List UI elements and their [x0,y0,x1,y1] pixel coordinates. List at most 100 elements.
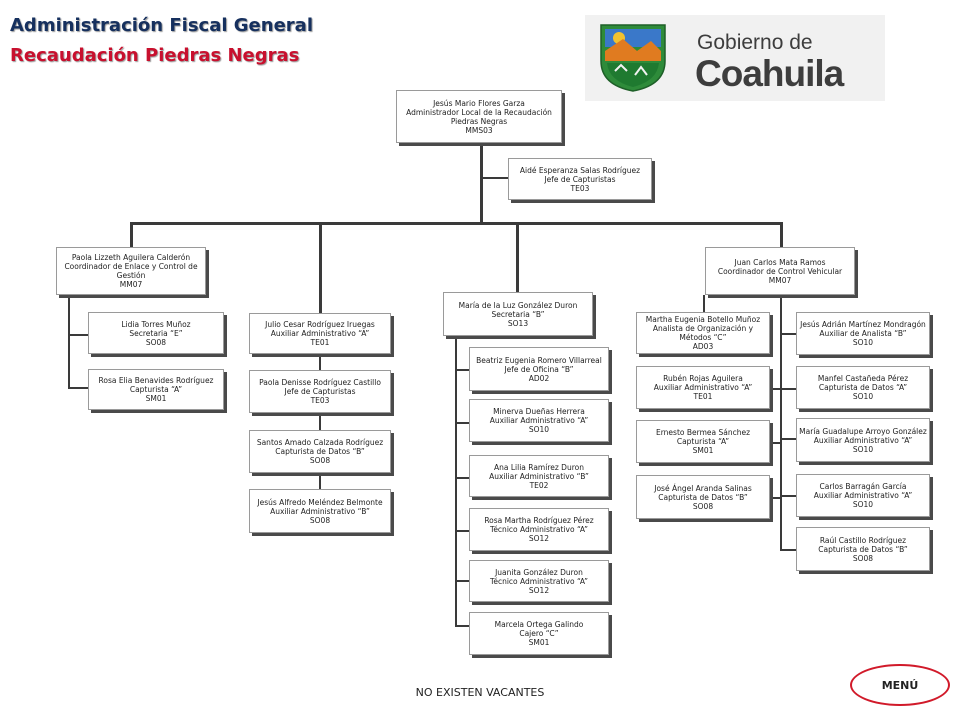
org-box-col1-member: Rosa Elia Benavides Rodríguez Capturista… [88,369,224,410]
org-box-col4-left: Martha Eugenia Botello Muñoz Analista de… [636,312,770,354]
person-name: Julio Cesar Rodríguez Iruegas [265,320,375,329]
vacancies-note: NO EXISTEN VACANTES [415,686,545,699]
connector-col4-branch [780,388,796,390]
person-role: Cajero “C” [519,629,559,638]
org-box-text: Ana Lilia Ramírez Duron Auxiliar Adminis… [489,463,589,490]
person-code: SM01 [528,638,550,647]
person-role: Capturista de Datos “B” [275,447,365,456]
person-name: Beatriz Eugenia Romero Villarreal [476,355,602,365]
connector-col4-branch [770,442,782,444]
person-name: Jesús Mario Flores Garza [433,98,525,108]
connector-col3-branch [455,530,469,532]
person-name: Juan Carlos Mata Ramos [734,257,826,267]
org-box-text: Aidé Esperanza Salas Rodríguez Jefe de C… [520,166,640,193]
person-code: SO08 [145,337,167,347]
connector-drop-col1 [130,222,133,247]
org-box-text: María Guadalupe Arroyo González Auxiliar… [799,427,927,454]
org-box-col1-member: Lidia Torres Muñoz Secretaria “E” SO08 [88,312,224,354]
person-name: Marcela Ortega Galindo [494,620,584,629]
person-role: Técnico Administrativo “A” [490,576,588,586]
person-name: Paola Lizzeth Aguilera Calderón [71,253,191,262]
person-code: SM01 [145,394,167,403]
coahuila-seal-icon [600,24,666,92]
page-title: Administración Fiscal General [10,15,313,36]
org-box-text: Juanita González Duron Técnico Administr… [490,568,588,595]
org-box-text: Manfel Castañeda Pérez Capturista de Dat… [818,374,908,401]
org-box-text: Jesús Alfredo Meléndez Belmonte Auxiliar… [257,498,382,525]
org-box-text: Ernesto Bermea Sánchez Capturista “A” SM… [656,428,750,455]
person-name: Jesús Alfredo Meléndez Belmonte [257,497,383,507]
org-box-col2-member: Paola Denisse Rodríguez Castillo Jefe de… [249,370,391,413]
connector-col4-branch [780,495,796,497]
org-box-root: Jesús Mario Flores Garza Administrador L… [396,90,562,143]
connector-col3-branch [455,369,469,371]
person-code: SO08 [852,553,874,563]
org-box-col3-member: Beatriz Eugenia Romero Villarreal Jefe d… [469,347,609,391]
person-name: Raúl Castillo Rodríguez [819,535,907,545]
connector-col3-branch [455,625,469,627]
person-name: Jesús Adrián Martínez Mondragón [800,320,926,329]
connector-col1-vertical [68,296,70,388]
logo-line1: Gobierno de [697,31,813,54]
org-box-col4-left: Rubén Rojas Aguilera Auxiliar Administra… [636,366,770,409]
person-name: Aidé Esperanza Salas Rodríguez [519,165,641,175]
person-role: Técnico Administrativo “A” [490,525,588,534]
person-role: Secretaria “B” [491,309,545,319]
page-subtitle: Recaudación Piedras Negras [10,45,300,66]
org-box-text: Raúl Castillo Rodríguez Capturista de Da… [818,536,908,563]
person-name: Lidia Torres Muñoz [121,319,191,329]
connector-root-down [480,143,483,225]
person-code: AD03 [692,342,714,351]
person-code: SO10 [852,444,874,454]
person-code: SO10 [852,338,874,347]
logo-line2: Coahuila [695,53,844,94]
connector-col3-branch [455,580,469,582]
org-box-col3-member: Marcela Ortega Galindo Cajero “C” SM01 [469,612,609,655]
person-name: Rosa Martha Rodríguez Pérez [484,516,594,525]
org-box-col4-head: Juan Carlos Mata Ramos Coordinador de Co… [705,247,855,295]
person-role: Coordinador de Control Vehicular [717,266,843,276]
person-code: TE03 [310,396,330,405]
org-box-text: Rosa Martha Rodríguez Pérez Técnico Admi… [484,516,593,543]
org-box-assistant: Aidé Esperanza Salas Rodríguez Jefe de C… [508,158,652,200]
org-box-col4-right: Jesús Adrián Martínez Mondragón Auxiliar… [796,312,930,355]
org-box-col3-member: Juanita González Duron Técnico Administr… [469,560,609,602]
person-name: Manfel Castañeda Pérez [817,374,909,383]
person-role: Capturista de Datos “B” [818,544,908,554]
org-box-col2-member: Julio Cesar Rodríguez Iruegas Auxiliar A… [249,313,391,354]
person-role: Auxiliar Administrativo “A” [489,416,589,425]
connector-col3-branch [455,422,469,424]
connector-col1-branch [68,334,88,336]
person-code: SO08 [309,456,331,465]
connector-col4-right-vertical [780,295,782,550]
org-box-text: María de la Luz González Duron Secretari… [459,301,578,328]
org-box-text: Beatriz Eugenia Romero Villarreal Jefe d… [476,356,602,383]
person-role: Capturista de Datos “A” [818,383,908,392]
connector-col4-left-vertical [703,295,705,312]
menu-button[interactable]: MENÚ [850,664,950,706]
person-name: Ana Lilia Ramírez Duron [494,462,584,472]
person-role: Jefe de Oficina “B” [504,364,574,374]
person-role: Analista de Organización y Métodos “C” [652,324,754,342]
connector-assistant [480,177,508,179]
connector-col4-branch [780,438,796,440]
person-role: Capturista “A” [676,437,730,446]
org-box-col4-right: Carlos Barragán García Auxiliar Administ… [796,474,930,517]
person-role: Secretaria “E” [129,328,183,338]
person-name: Carlos Barragán García [819,482,907,491]
org-box-col4-left: José Ángel Aranda Salinas Capturista de … [636,475,770,519]
person-name: Minerva Dueñas Herrera [493,407,585,416]
person-name: Paola Denisse Rodríguez Castillo [259,378,381,387]
org-box-text: Rubén Rojas Aguilera Auxiliar Administra… [654,374,753,401]
person-role: Coordinador de Enlace y Control de Gesti… [64,262,198,280]
org-box-col4-right: María Guadalupe Arroyo González Auxiliar… [796,418,930,462]
org-box-text: Marcela Ortega Galindo Cajero “C” SM01 [495,620,584,647]
connector-col1-branch [68,387,88,389]
connector-col4-branch [770,388,782,390]
person-code: SO12 [528,585,550,595]
connector-col4-branch [770,497,782,499]
connector-col2-vertical [319,354,321,491]
person-code: MM07 [768,275,792,285]
person-code: MMS03 [465,125,493,135]
org-box-col3-head: María de la Luz González Duron Secretari… [443,292,593,336]
